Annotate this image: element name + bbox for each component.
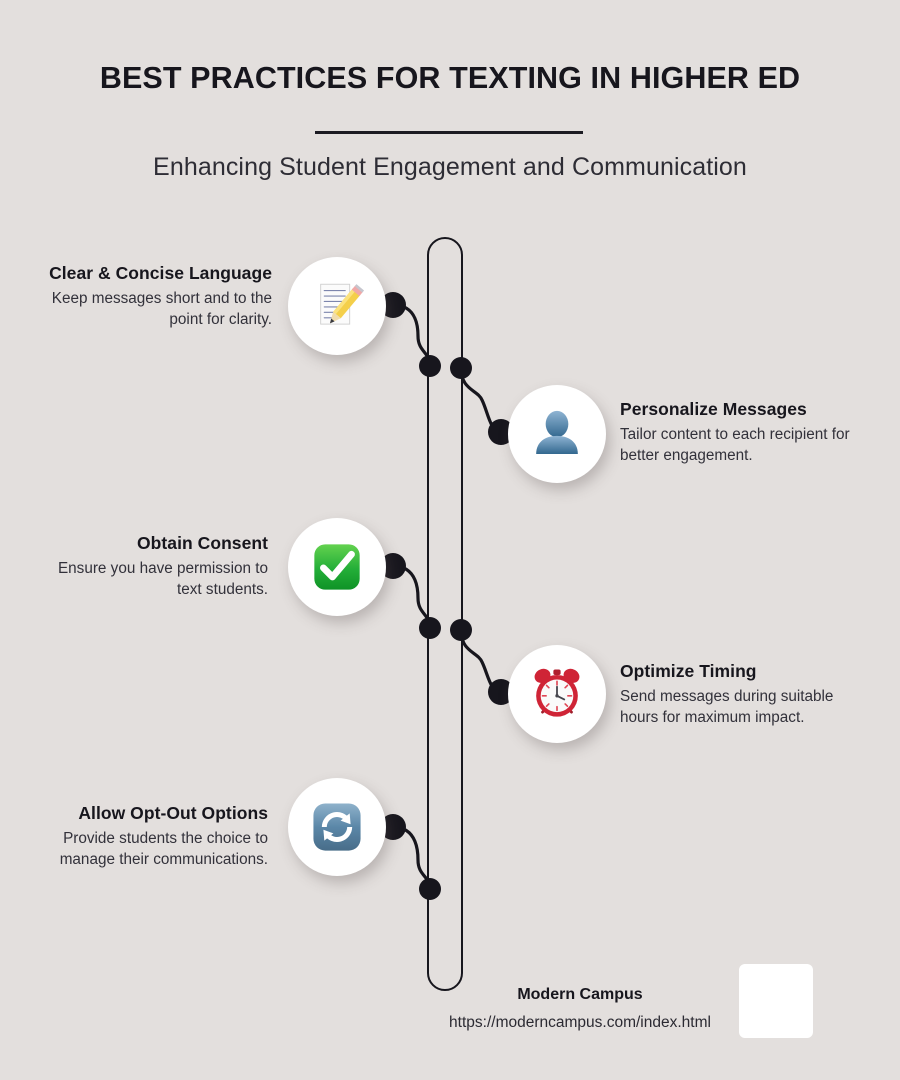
item-description: Keep messages short and to the point for… <box>51 290 272 328</box>
person-bust-icon <box>536 410 578 454</box>
item-title: Clear & Concise Language <box>49 263 272 283</box>
alarm-clock-icon <box>534 668 580 717</box>
footer-brand: Modern Campus <box>517 986 643 1003</box>
page-title: Best Practices for Texting in Higher Ed <box>99 61 801 95</box>
connector-line-4 <box>459 628 503 694</box>
footer-logo-placeholder <box>739 964 813 1038</box>
item-text-clear-concise-language: Clear & Concise Language Keep messages s… <box>32 263 272 330</box>
page-subtitle: Enhancing Student Engagement and Communi… <box>153 153 747 181</box>
connector-line-2 <box>459 366 503 434</box>
item-description: Send messages during suitable hours for … <box>620 688 834 726</box>
timeline-track <box>427 237 463 991</box>
green-check-icon <box>314 544 360 590</box>
connector-line-5 <box>391 825 432 891</box>
item-title: Personalize Messages <box>620 399 807 419</box>
node-icon-clear-concise-language[interactable] <box>288 257 386 355</box>
item-title: Optimize Timing <box>620 661 757 681</box>
item-text-personalize-messages: Personalize Messages Tailor content to e… <box>620 399 850 466</box>
item-title: Allow Opt-Out Options <box>78 803 268 823</box>
item-text-optimize-timing: Optimize Timing Send messages during sui… <box>620 661 850 728</box>
sync-arrows-icon <box>313 803 361 851</box>
connector-line-3 <box>391 564 432 630</box>
item-text-allow-opt-out-options: Allow Opt-Out Options Provide students t… <box>28 803 268 870</box>
item-description: Provide students the choice to manage th… <box>59 830 268 868</box>
connector-line-1 <box>391 303 432 368</box>
item-description: Ensure you have permission to text stude… <box>57 560 268 598</box>
node-icon-personalize-messages[interactable] <box>508 385 606 483</box>
item-title: Obtain Consent <box>137 533 268 553</box>
node-icon-optimize-timing[interactable] <box>508 645 606 743</box>
item-text-obtain-consent: Obtain Consent Ensure you have permissio… <box>40 533 268 600</box>
title-divider <box>315 131 583 134</box>
item-description: Tailor content to each recipient for bet… <box>620 426 850 464</box>
node-icon-allow-opt-out-options[interactable] <box>288 778 386 876</box>
node-icon-obtain-consent[interactable] <box>288 518 386 616</box>
memo-pencil-icon <box>320 283 365 325</box>
footer-url[interactable]: https://moderncampus.com/index.html <box>449 1014 711 1031</box>
